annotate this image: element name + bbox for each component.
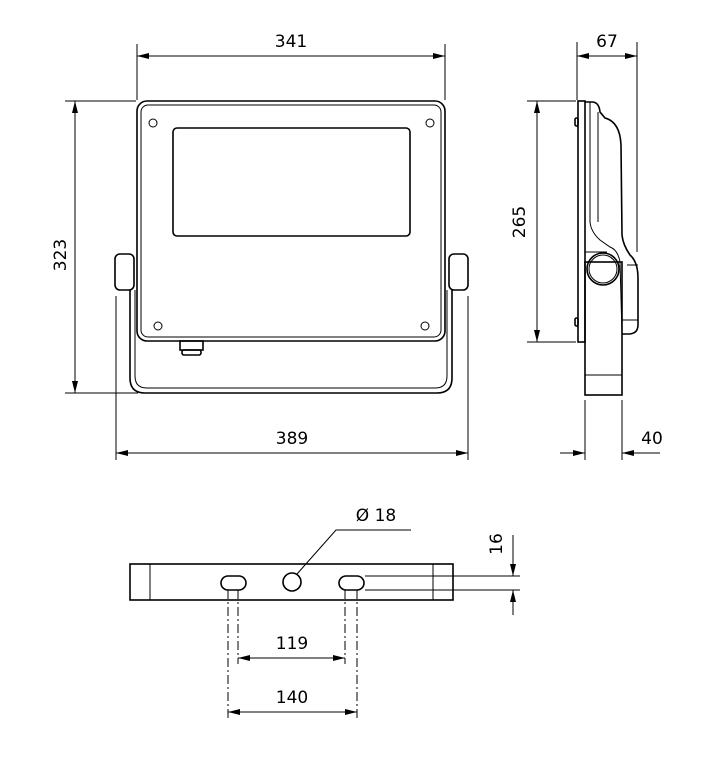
luminaire-housing bbox=[136, 100, 446, 342]
bracket-arm bbox=[584, 261, 623, 396]
bracket-bar bbox=[129, 563, 454, 601]
housing-profile bbox=[585, 101, 639, 335]
dimension-height-housing: 265 bbox=[510, 206, 530, 238]
right-knob bbox=[448, 253, 469, 291]
dimension-height-total: 323 bbox=[51, 239, 71, 271]
mounting-slot-right bbox=[338, 575, 365, 591]
bracket-bottom-view: Ø 18 16 119 140 bbox=[129, 506, 520, 720]
left-knob bbox=[114, 253, 135, 291]
screw bbox=[420, 321, 430, 331]
side-view: 67 265 40 bbox=[510, 32, 663, 460]
mounting-bracket bbox=[129, 290, 453, 394]
mounting-slot-left bbox=[220, 575, 247, 591]
pivot-knob bbox=[586, 252, 620, 286]
mounting-plate bbox=[577, 100, 586, 343]
dimension-hole-diameter: Ø 18 bbox=[356, 506, 396, 526]
dimension-depth: 67 bbox=[596, 32, 618, 52]
screw bbox=[153, 321, 163, 331]
light-window bbox=[172, 127, 411, 237]
front-view: 341 323 389 bbox=[51, 32, 469, 460]
dimension-width-housing: 341 bbox=[275, 32, 307, 52]
screw bbox=[148, 118, 158, 128]
dimension-slot-inner-distance: 119 bbox=[276, 634, 308, 654]
dimension-slot-width: 16 bbox=[487, 533, 507, 555]
dimension-width-total: 389 bbox=[276, 429, 308, 449]
dimension-bracket-depth: 40 bbox=[641, 429, 663, 449]
dimension-slot-outer-distance: 140 bbox=[276, 688, 308, 708]
screw bbox=[425, 118, 435, 128]
center-hole bbox=[282, 572, 302, 592]
cable-gland bbox=[179, 340, 204, 356]
